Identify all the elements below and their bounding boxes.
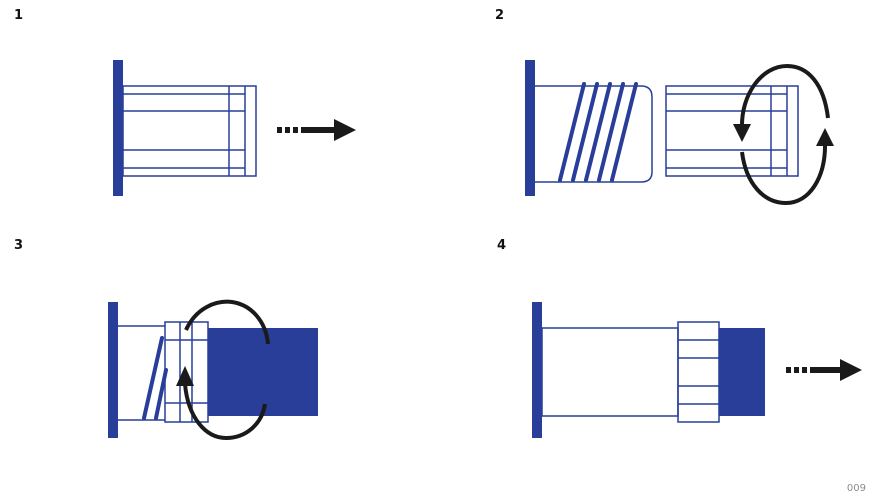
dotted-arrow-right-icon <box>277 119 356 141</box>
step-number-1: 1 <box>14 8 24 23</box>
step-2-illustration <box>525 60 834 206</box>
step-number-4: 4 <box>497 238 507 253</box>
stud-body <box>541 327 679 417</box>
step-number-3: 3 <box>14 238 24 253</box>
wall-plate <box>525 60 535 196</box>
figure-code: 009 <box>846 483 866 494</box>
cylinder-block <box>208 328 318 416</box>
nut-ring <box>677 321 720 423</box>
step-1-illustration <box>113 60 356 196</box>
step-3-illustration <box>108 299 318 441</box>
wall-plate <box>113 60 123 196</box>
dotted-arrow-right-icon <box>786 359 862 381</box>
wall-plate <box>532 302 542 438</box>
rotate-arrow-icon <box>739 63 830 206</box>
thread-lines <box>142 336 168 420</box>
cylinder-body <box>665 85 799 177</box>
threaded-stud-outline <box>535 85 653 183</box>
rotate-arrow-icon <box>183 299 270 441</box>
thread-lines <box>558 82 638 182</box>
cylinder-block <box>719 328 765 416</box>
step-number-2: 2 <box>495 8 505 23</box>
step-4-illustration <box>532 302 862 438</box>
cylinder-body <box>122 85 257 177</box>
wall-plate <box>108 302 118 438</box>
